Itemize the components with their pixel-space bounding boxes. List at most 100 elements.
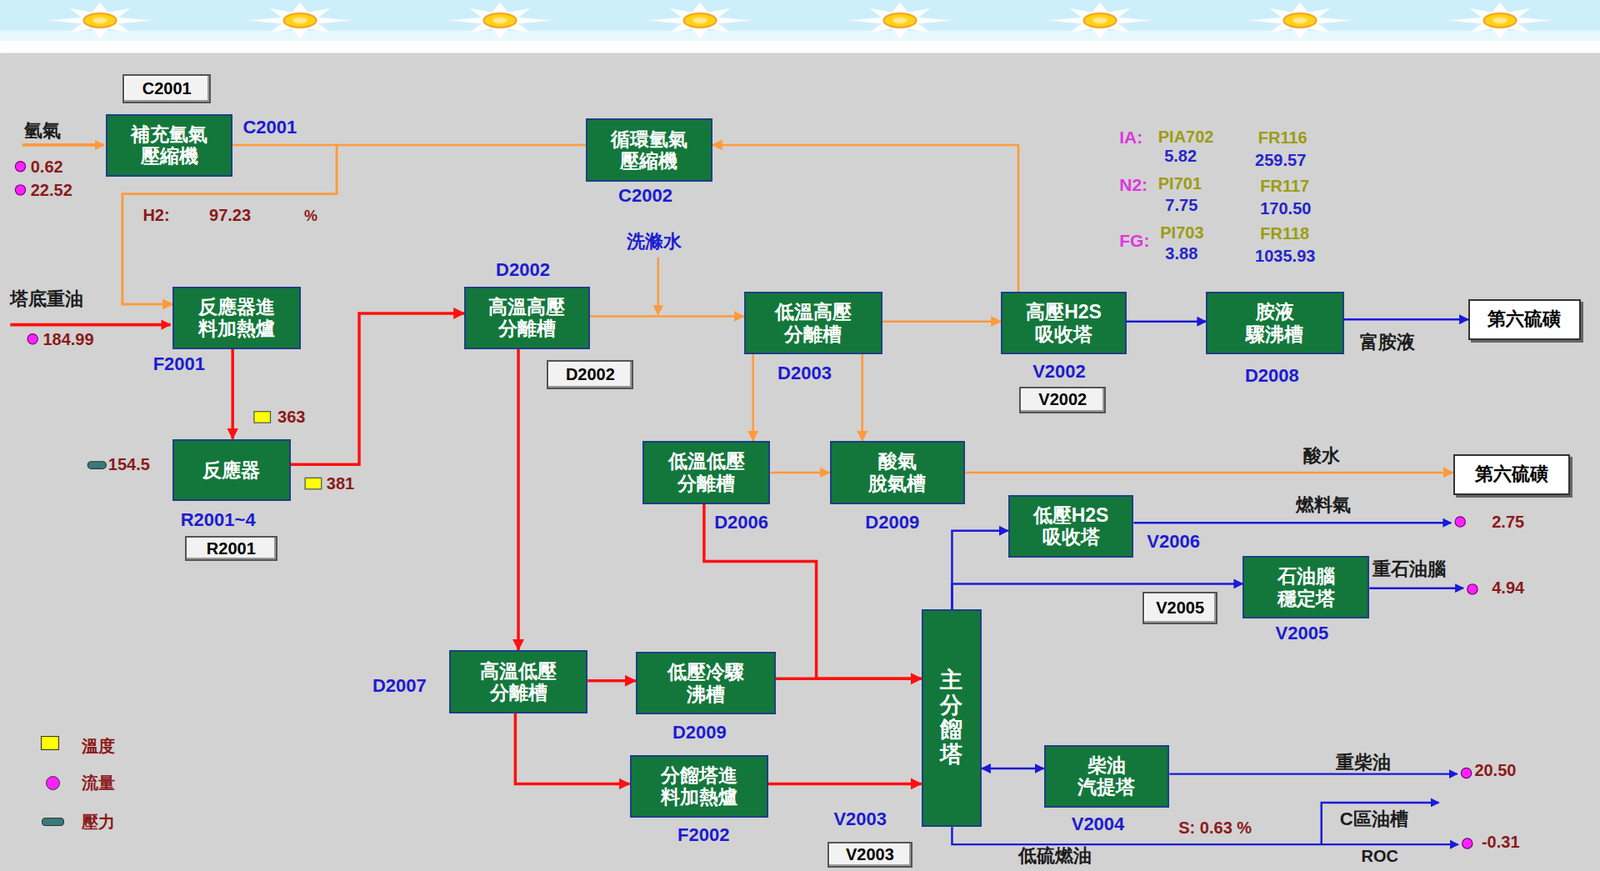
plain-label: IA: bbox=[1119, 128, 1143, 148]
plain-label: V2006 bbox=[1146, 531, 1200, 552]
process-box: 反應器進 料加熱爐 bbox=[172, 286, 301, 350]
plain-label: V2005 bbox=[1275, 623, 1330, 644]
plain-label: D2003 bbox=[777, 363, 832, 384]
node-text: 低壓冷驟 沸槽 bbox=[667, 660, 745, 705]
plain-label: S: 0.63 % bbox=[1178, 818, 1252, 837]
node-text: V2003 bbox=[845, 845, 895, 865]
process-box: 高溫高壓 分離槽 bbox=[464, 286, 590, 350]
node-text: V2005 bbox=[1155, 598, 1205, 618]
node-text: 高壓H2S 吸收塔 bbox=[1025, 300, 1102, 345]
process-box: 低溫低壓 分離槽 bbox=[642, 440, 770, 505]
flow-line bbox=[587, 679, 636, 683]
plain-label: D2009 bbox=[865, 512, 920, 533]
node-text: R2001 bbox=[206, 539, 256, 559]
flow-line bbox=[290, 313, 465, 465]
node-text: V2002 bbox=[1038, 390, 1087, 410]
legend-swatch bbox=[45, 775, 60, 790]
node-text: 高溫高壓 分離槽 bbox=[488, 295, 565, 340]
node-text: 石油腦 穩定塔 bbox=[1277, 565, 1335, 610]
plain-label: R2001~4 bbox=[180, 510, 256, 530]
plain-label: D2007 bbox=[372, 675, 427, 696]
node-text: 補充氫氣 壓縮機 bbox=[130, 123, 208, 168]
plain-label: 184.99 bbox=[42, 330, 94, 349]
plain-label: D2009 bbox=[672, 722, 727, 743]
flow-line bbox=[1344, 318, 1469, 321]
process-box: 分餾塔進 料加熱爐 bbox=[630, 755, 770, 818]
destination-box: 第六硫磺 bbox=[1468, 299, 1581, 340]
plain-label: 7.75 bbox=[1165, 195, 1198, 215]
plain-label: FR117 bbox=[1260, 176, 1310, 195]
plain-label: 22.52 bbox=[30, 180, 73, 200]
process-box: 反應器 bbox=[172, 439, 291, 502]
plain-label: F2001 bbox=[153, 354, 205, 375]
plain-label: C2001 bbox=[242, 117, 297, 138]
flow-line bbox=[882, 320, 1001, 323]
process-box: 循環氫氣 壓縮機 bbox=[585, 118, 713, 182]
flow-line bbox=[981, 767, 1045, 770]
tag-box: C2001 bbox=[122, 74, 212, 103]
plain-label: 低硫燃油 bbox=[1018, 845, 1092, 866]
plain-label: V2002 bbox=[1032, 361, 1086, 382]
plain-label: % bbox=[304, 208, 318, 225]
process-box: 低壓H2S 吸收塔 bbox=[1008, 495, 1135, 558]
node-text: 主分餾塔 bbox=[940, 668, 963, 768]
process-box: 高溫低壓 分離槽 bbox=[449, 650, 589, 714]
legend-swatch bbox=[40, 735, 60, 750]
node-text: 反應器進 料加熱爐 bbox=[198, 295, 275, 340]
tag-box: D2002 bbox=[546, 360, 634, 389]
node-text: 分餾塔進 料加熱爐 bbox=[660, 764, 738, 809]
plain-label: FR118 bbox=[1260, 224, 1310, 243]
flow-line bbox=[712, 145, 1019, 292]
node-text: 第六硫磺 bbox=[1487, 306, 1561, 332]
process-box: 低壓冷驟 沸槽 bbox=[635, 651, 776, 715]
plain-label: C2002 bbox=[618, 185, 673, 206]
plain-label: 20.50 bbox=[1474, 760, 1516, 780]
plain-label: 重柴油 bbox=[1335, 752, 1391, 773]
flow-line bbox=[230, 349, 235, 440]
plain-label: PIA702 bbox=[1158, 127, 1215, 146]
node-text: 柴油 汽提塔 bbox=[1077, 754, 1135, 799]
plain-label: PI703 bbox=[1160, 223, 1204, 242]
process-box: 酸氣 脫氣槽 bbox=[830, 440, 966, 505]
plain-label: 363 bbox=[277, 407, 305, 426]
flow-line bbox=[770, 471, 830, 475]
plain-label: V2003 bbox=[833, 809, 887, 830]
plain-label: 4.94 bbox=[1491, 578, 1525, 597]
column-tower: 主分餾塔 bbox=[921, 609, 982, 827]
plain-label: D2006 bbox=[714, 512, 769, 533]
plain-label: 259.57 bbox=[1255, 150, 1306, 170]
node-text: 低溫低壓 分離槽 bbox=[668, 450, 745, 495]
plain-label: FG: bbox=[1119, 230, 1150, 250]
flow-line bbox=[951, 530, 1008, 610]
plain-label: 170.50 bbox=[1260, 199, 1311, 218]
plain-label: D2002 bbox=[495, 260, 550, 280]
plain-label: 97.23 bbox=[209, 205, 251, 225]
plain-label: 燃料氣 bbox=[1295, 495, 1351, 515]
tag-box: R2001 bbox=[185, 535, 278, 562]
plain-label: 氫氣 bbox=[24, 120, 61, 141]
tag-box: V2002 bbox=[1019, 386, 1106, 414]
destination-box: 第六硫磺 bbox=[1453, 454, 1571, 495]
plain-label: N2: bbox=[1119, 175, 1148, 195]
node-text: 反應器 bbox=[202, 459, 260, 481]
node-text: C2001 bbox=[142, 79, 192, 99]
node-text: 第六硫磺 bbox=[1475, 461, 1549, 487]
edge-label: 酸水 bbox=[1303, 445, 1340, 466]
plain-label: PI701 bbox=[1158, 174, 1202, 193]
plain-label: V2004 bbox=[1071, 814, 1125, 835]
tag-box: V2005 bbox=[1142, 591, 1217, 625]
node-text: 高溫低壓 分離槽 bbox=[480, 660, 557, 705]
process-box: 高壓H2S 吸收塔 bbox=[1000, 291, 1127, 355]
legend-text: 壓力 bbox=[81, 812, 115, 831]
node-text: 循環氫氣 壓縮機 bbox=[610, 128, 688, 173]
plain-label: 塔底重油 bbox=[10, 289, 84, 310]
process-box: 胺液 驟沸槽 bbox=[1205, 291, 1344, 355]
node-text: D2002 bbox=[565, 365, 615, 385]
flow-line bbox=[516, 349, 520, 650]
plain-label: -0.31 bbox=[1481, 832, 1520, 851]
plain-label: FR116 bbox=[1258, 128, 1308, 147]
flow-line bbox=[515, 713, 630, 785]
legend-text: 流量 bbox=[81, 773, 115, 792]
